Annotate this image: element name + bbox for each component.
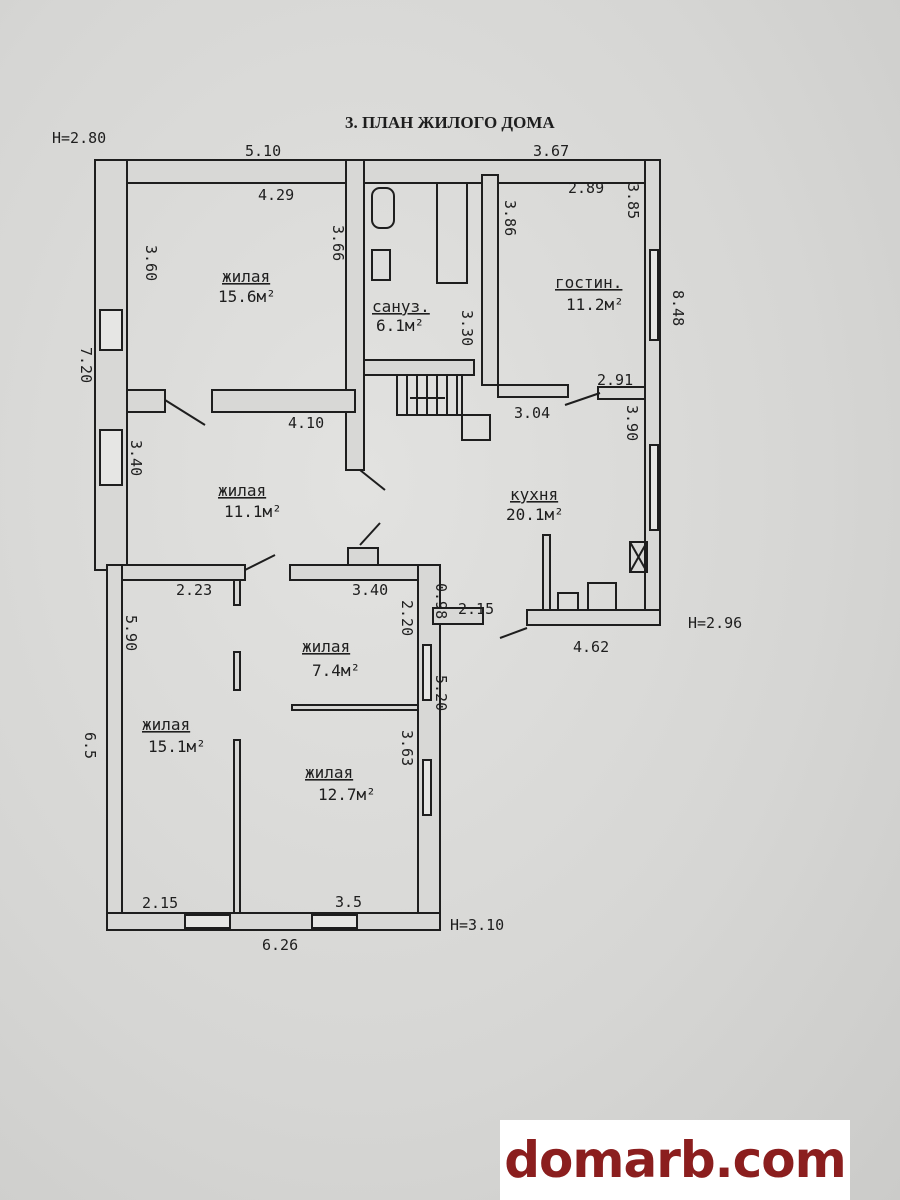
- sink-icon: [557, 592, 579, 611]
- dim-label: 3.60: [142, 245, 160, 281]
- dimension-labels: 5.10 3.67 4.29 3.60 3.66 2.89 3.86 3.85 …: [77, 142, 687, 954]
- dim-label: 0.98: [432, 583, 450, 619]
- dim-label: 7.20: [77, 347, 95, 383]
- dim-label: 3.5: [335, 893, 362, 911]
- watermark-text: domarb.com: [504, 1131, 847, 1189]
- toilet-icon: [371, 249, 391, 281]
- room-name: гостин.: [555, 273, 622, 292]
- room-name: кухня: [510, 485, 558, 504]
- dim-label: 4.62: [573, 638, 609, 656]
- height-right: H=2.96: [688, 614, 742, 632]
- dim-label: 6.5: [81, 732, 99, 759]
- bathtub-icon: [371, 187, 395, 229]
- height-bottom: H=3.10: [450, 916, 504, 934]
- room-area: 15.1м²: [148, 737, 206, 756]
- dim-label: 8.48: [669, 290, 687, 326]
- dim-label: 3.04: [514, 404, 550, 422]
- stairs-icon: [396, 374, 491, 441]
- room-area: 20.1м²: [506, 505, 564, 524]
- fixtures: [164, 182, 648, 639]
- room-area: 15.6м²: [218, 287, 276, 306]
- height-top-left: H=2.80: [52, 129, 106, 147]
- stove-icon: [587, 582, 617, 611]
- room-area: 11.2м²: [566, 295, 624, 314]
- windows: [99, 249, 659, 929]
- room-name: жилая: [218, 481, 266, 500]
- bath-counter-icon: [436, 182, 468, 284]
- watermark-logo: domarb.com: [500, 1120, 850, 1200]
- dim-label: 2.15: [142, 894, 178, 912]
- dim-label: 6.26: [262, 936, 298, 954]
- dim-label: 5.20: [432, 675, 450, 711]
- room-name: жилая: [302, 637, 350, 656]
- room-area: 7.4м²: [312, 661, 360, 680]
- room-labels: жилая 15.6м² сануз. 6.1м² гостин. 11.2м²…: [142, 267, 624, 804]
- room-name: сануз.: [372, 297, 430, 316]
- dim-label: 2.89: [568, 179, 604, 197]
- dim-label: 5.90: [122, 615, 140, 651]
- dim-label: 3.30: [458, 310, 476, 346]
- dim-label: 4.29: [258, 186, 294, 204]
- room-area: 6.1м²: [376, 316, 424, 335]
- dim-label: 2.91: [597, 371, 633, 389]
- room-name: жилая: [222, 267, 270, 286]
- room-area: 11.1м²: [224, 502, 282, 521]
- dim-label: 2.15: [458, 600, 494, 618]
- dim-label: 3.63: [398, 730, 416, 766]
- dim-label: 2.20: [398, 600, 416, 636]
- dim-label: 3.66: [329, 225, 347, 261]
- plan-title: 3. ПЛАН ЖИЛОГО ДОМА: [345, 113, 555, 132]
- room-name: жилая: [305, 763, 353, 782]
- dim-label: 3.86: [501, 200, 519, 236]
- dim-label: 2.23: [176, 581, 212, 599]
- dim-label: 3.85: [624, 183, 642, 219]
- chimney-icon: [629, 541, 648, 573]
- room-name: жилая: [142, 715, 190, 734]
- dim-label: 5.10: [245, 142, 281, 160]
- dim-label: 4.10: [288, 414, 324, 432]
- dim-label: 3.67: [533, 142, 569, 160]
- dim-label: 3.90: [623, 405, 641, 441]
- dim-label: 3.40: [127, 440, 145, 476]
- room-area: 12.7м²: [318, 785, 376, 804]
- dim-label: 3.40: [352, 581, 388, 599]
